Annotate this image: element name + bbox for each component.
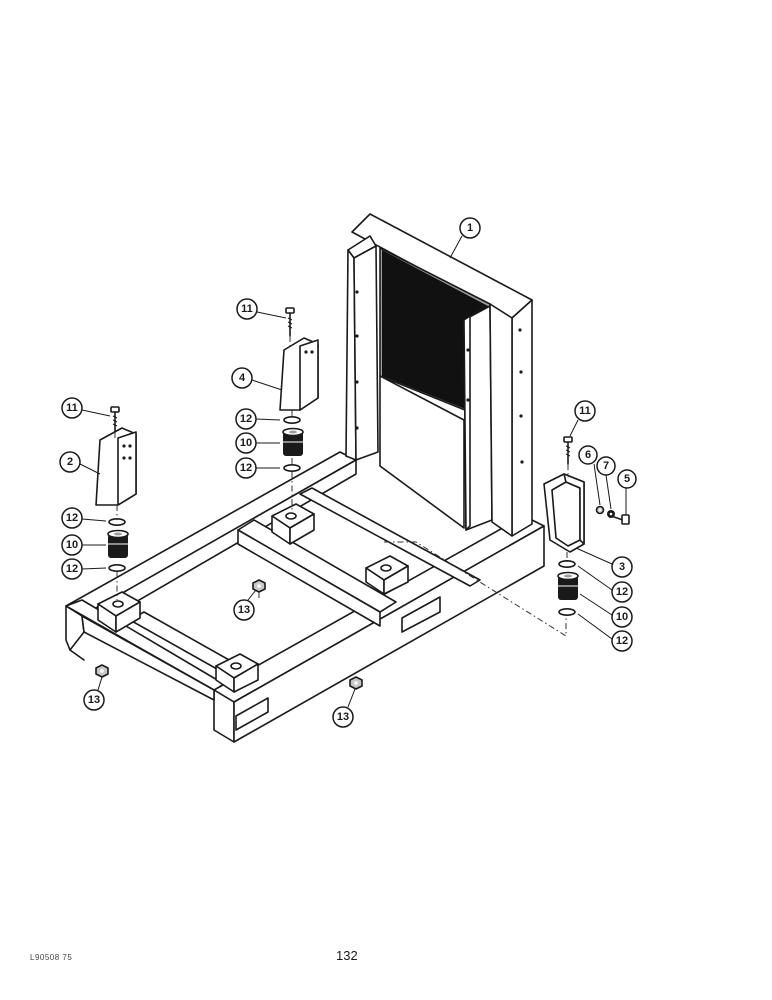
isolator-center bbox=[282, 427, 304, 456]
mount-block-front-left bbox=[97, 591, 141, 633]
nut-left bbox=[95, 664, 109, 678]
svg-text:12: 12 bbox=[616, 635, 628, 647]
svg-text:10: 10 bbox=[66, 539, 78, 551]
callout-6: 6 bbox=[578, 445, 598, 465]
washer-right-upper bbox=[558, 559, 576, 568]
callout-2: 2 bbox=[59, 451, 81, 473]
svg-text:13: 13 bbox=[88, 694, 100, 706]
svg-text:13: 13 bbox=[238, 604, 250, 616]
svg-text:11: 11 bbox=[66, 402, 78, 414]
callout-12-left-upper: 12 bbox=[61, 507, 83, 529]
svg-text:10: 10 bbox=[240, 437, 252, 449]
callout-12-center-upper: 12 bbox=[235, 408, 257, 430]
bolts bbox=[110, 307, 573, 465]
bracket-4 bbox=[279, 337, 319, 411]
hardware-5-6-7 bbox=[595, 505, 630, 525]
assembly-lines bbox=[114, 336, 569, 637]
svg-text:3: 3 bbox=[619, 561, 625, 573]
bolt-right bbox=[563, 436, 573, 465]
svg-text:13: 13 bbox=[337, 711, 349, 723]
mount-block-rear-left bbox=[271, 503, 315, 545]
callout-10-left: 10 bbox=[61, 534, 83, 556]
svg-text:12: 12 bbox=[66, 563, 78, 575]
callout-13-left: 13 bbox=[83, 689, 105, 711]
isolator-left bbox=[107, 529, 129, 558]
callout-11-right: 11 bbox=[574, 400, 596, 422]
washer-center-upper bbox=[283, 415, 301, 424]
mount-block-rear-right bbox=[365, 555, 409, 595]
nut-bottom bbox=[349, 676, 363, 690]
callout-1: 1 bbox=[459, 217, 481, 239]
drawing-code: L90508 75 bbox=[30, 953, 73, 962]
callout-11-center: 11 bbox=[236, 298, 258, 320]
svg-text:12: 12 bbox=[616, 586, 628, 598]
upright-frame bbox=[345, 213, 533, 537]
page-number: 132 bbox=[336, 948, 358, 963]
bracket-3 bbox=[543, 473, 585, 553]
washer-6 bbox=[595, 505, 605, 515]
callout-3: 3 bbox=[611, 556, 633, 578]
bolt-5 bbox=[613, 514, 630, 525]
callout-10-center: 10 bbox=[235, 432, 257, 454]
nut-7 bbox=[607, 510, 615, 518]
washer-left-lower bbox=[108, 563, 126, 572]
isolator-right bbox=[557, 571, 579, 600]
svg-text:1: 1 bbox=[467, 222, 473, 234]
base-frame bbox=[65, 451, 545, 743]
nuts bbox=[95, 579, 363, 690]
nut-center bbox=[252, 579, 266, 593]
bracket-2 bbox=[95, 427, 137, 506]
callouts: 1 11 4 12 10 12 11 2 12 10 12 13 bbox=[59, 217, 637, 728]
callout-12-center-lower: 12 bbox=[235, 457, 257, 479]
callout-10-right: 10 bbox=[611, 606, 633, 628]
callout-5: 5 bbox=[617, 469, 637, 489]
callout-12-left-lower: 12 bbox=[61, 558, 83, 580]
mount-blocks bbox=[97, 503, 409, 693]
svg-text:7: 7 bbox=[603, 460, 609, 472]
bolt-left bbox=[110, 406, 120, 433]
svg-text:4: 4 bbox=[239, 372, 246, 384]
bolt-center bbox=[285, 307, 295, 337]
left-stack bbox=[107, 517, 129, 572]
callout-13-center: 13 bbox=[233, 599, 255, 621]
callout-4: 4 bbox=[231, 367, 253, 389]
svg-text:10: 10 bbox=[616, 611, 628, 623]
mount-block-front-right bbox=[215, 653, 259, 693]
svg-text:6: 6 bbox=[585, 449, 591, 461]
svg-text:11: 11 bbox=[241, 303, 253, 315]
washer-right-lower bbox=[558, 607, 576, 616]
callout-13-bottom: 13 bbox=[332, 706, 354, 728]
callout-7: 7 bbox=[596, 456, 616, 476]
callout-12-right-lower: 12 bbox=[611, 630, 633, 652]
callout-12-right-upper: 12 bbox=[611, 581, 633, 603]
right-stack bbox=[557, 559, 579, 616]
center-stack bbox=[282, 415, 304, 472]
svg-text:2: 2 bbox=[67, 456, 73, 468]
callout-11-left: 11 bbox=[61, 397, 83, 419]
washer-center-lower bbox=[283, 463, 301, 472]
svg-text:12: 12 bbox=[66, 512, 78, 524]
svg-text:11: 11 bbox=[579, 405, 591, 417]
svg-text:12: 12 bbox=[240, 413, 252, 425]
svg-text:5: 5 bbox=[624, 473, 630, 485]
svg-text:12: 12 bbox=[240, 462, 252, 474]
